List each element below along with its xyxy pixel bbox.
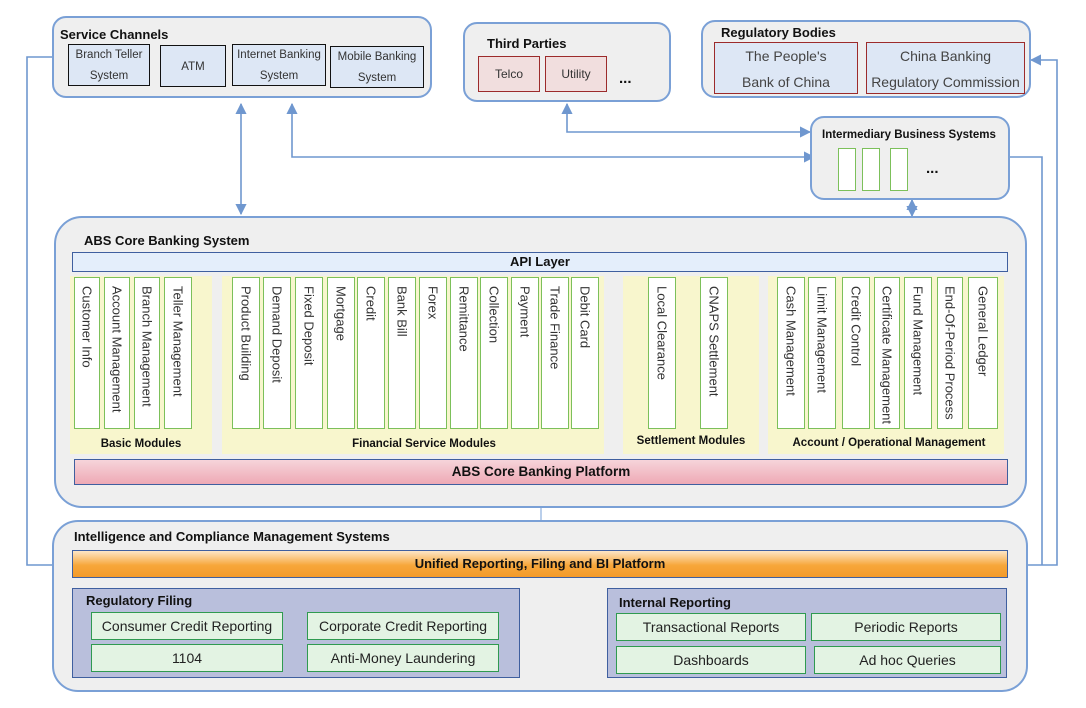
module: Branch Management	[134, 277, 160, 429]
module: Debit Card	[571, 277, 599, 429]
panel-title: Regulatory Bodies	[721, 25, 836, 40]
report-transactional: Transactional Reports	[616, 613, 806, 641]
regulator-pboc: The People's Bank of China	[714, 42, 858, 94]
module: Payment	[511, 277, 539, 429]
module: Collection	[480, 277, 508, 429]
unified-reporting-platform: Unified Reporting, Filing and BI Platfor…	[72, 550, 1008, 578]
module-label: Mortgage	[333, 286, 349, 341]
module-label: Demand Deposit	[269, 286, 285, 383]
channel-branch-teller: Branch Teller System	[68, 44, 150, 86]
module-label: Local Clearance	[654, 286, 670, 380]
third-party-telco: Telco	[478, 56, 540, 92]
module-label: General Ledger	[975, 286, 991, 377]
module: Fixed Deposit	[295, 277, 323, 429]
intermediary-module	[890, 148, 908, 191]
report-dashboards: Dashboards	[616, 646, 806, 674]
module-label: Certificate Management	[879, 286, 895, 425]
module: Local Clearance	[648, 277, 676, 429]
filing-consumer-credit: Consumer Credit Reporting	[91, 612, 283, 640]
panel-title: Service Channels	[60, 27, 169, 42]
intermediary-more: ...	[926, 160, 939, 177]
group-label-financial: Financial Service Modules	[352, 438, 496, 450]
group-label-account: Account / Operational Management	[792, 437, 986, 449]
panel-title: Internal Reporting	[619, 595, 731, 610]
channel-atm: ATM	[160, 45, 226, 87]
panel-title: Third Parties	[487, 36, 567, 51]
module-label: Fund Management	[910, 286, 926, 396]
module: Fund Management	[904, 277, 932, 429]
module-label: Product Building	[238, 286, 254, 381]
panel-title: Regulatory Filing	[86, 593, 193, 608]
module-label: CNAPS Settlement	[706, 286, 722, 397]
module: Credit Control	[842, 277, 870, 429]
panel-title: Intermediary Business Systems	[822, 129, 996, 141]
group-label-basic: Basic Modules	[100, 438, 182, 450]
module: Account Management	[104, 277, 130, 429]
report-periodic: Periodic Reports	[811, 613, 1001, 641]
group-label-settlement: Settlement Modules	[636, 435, 746, 447]
settlement-modules-group	[623, 276, 759, 454]
module-label: Teller Management	[170, 286, 186, 397]
api-layer: API Layer	[72, 252, 1008, 272]
intermediary-module	[838, 148, 856, 191]
panel-title: ABS Core Banking System	[84, 233, 250, 248]
regulator-cbrc: China Banking Regulatory Commission	[866, 42, 1025, 94]
module: Forex	[419, 277, 447, 429]
module-label: Remittance	[456, 286, 472, 352]
internal-reporting-panel: Internal Reporting Transactional Reports…	[607, 588, 1007, 678]
third-party-utility: Utility	[545, 56, 607, 92]
module-label: End-Of-Period Process	[942, 286, 958, 420]
module: Mortgage	[327, 277, 355, 429]
module-label: Credit Control	[848, 286, 864, 367]
module: Remittance	[450, 277, 478, 429]
module-label: Credit	[363, 286, 379, 321]
panel-title: Intelligence and Compliance Management S…	[74, 529, 390, 544]
filing-anti-money-laundering: Anti-Money Laundering	[307, 644, 499, 672]
intermediary-module	[862, 148, 880, 191]
conn-reporting-regulators	[1008, 54, 1058, 566]
conn-intermediary-reporting	[1010, 156, 1043, 565]
module-label: Trade Finance	[547, 286, 563, 370]
module: Cash Management	[777, 277, 805, 429]
module-label: Customer Info	[79, 286, 95, 368]
regulatory-bodies-panel: Regulatory Bodies The People's Bank of C…	[701, 20, 1031, 98]
module-label: Debit Card	[577, 286, 593, 349]
module: Teller Management	[164, 277, 192, 429]
module: Bank Bill	[388, 277, 416, 429]
module: Certificate Management	[874, 277, 900, 429]
module: Trade Finance	[541, 277, 569, 429]
module: CNAPS Settlement	[700, 277, 728, 429]
module-label: Forex	[425, 286, 441, 320]
module: Product Building	[232, 277, 260, 429]
module-label: Branch Management	[139, 286, 155, 407]
report-ad-hoc-queries: Ad hoc Queries	[814, 646, 1001, 674]
regulatory-filing-panel: Regulatory Filing Consumer Credit Report…	[72, 588, 520, 678]
module-label: Account Management	[109, 286, 125, 413]
module: General Ledger	[968, 277, 998, 429]
core-banking-platform: ABS Core Banking Platform	[74, 459, 1008, 485]
module: Credit	[357, 277, 385, 429]
module-label: Payment	[517, 286, 533, 338]
channel-mobile-banking: Mobile Banking System	[330, 46, 424, 88]
intermediary-panel: Intermediary Business Systems ...	[810, 116, 1010, 200]
module: Demand Deposit	[263, 277, 291, 429]
filing-1104: 1104	[91, 644, 283, 672]
service-channels-panel: Service Channels Branch Teller System AT…	[52, 16, 432, 98]
conn-channels-intermediary	[286, 102, 816, 163]
module: Customer Info	[74, 277, 100, 429]
module-label: Limit Management	[814, 286, 830, 393]
third-parties-panel: Third Parties Telco Utility ...	[463, 22, 671, 102]
module: Limit Management	[808, 277, 836, 429]
conn-thirdparty-intermediary	[561, 102, 812, 138]
module-label: Fixed Deposit	[301, 286, 317, 366]
filing-corporate-credit: Corporate Credit Reporting	[307, 612, 499, 640]
module-label: Cash Management	[783, 286, 799, 396]
third-parties-more: ...	[619, 70, 632, 87]
channel-internet-banking: Internet Banking System	[232, 44, 326, 86]
module-label: Collection	[486, 286, 502, 344]
conn-channels-reporting	[26, 56, 74, 571]
module-label: Bank Bill	[394, 286, 410, 337]
module: End-Of-Period Process	[937, 277, 963, 429]
